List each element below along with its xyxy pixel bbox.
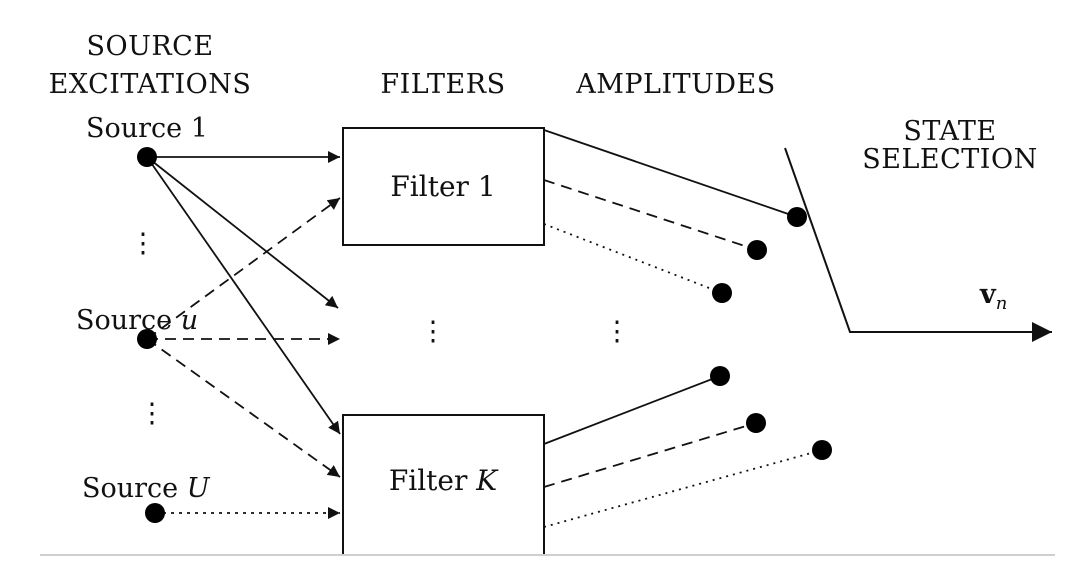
arrow-sourceu-filter1 — [146, 197, 341, 340]
filter-1-label: Filter 1 — [390, 170, 495, 203]
filter-K-box — [342, 414, 545, 556]
line-filterK-amp-dotted — [543, 449, 823, 528]
amplitude-node-1a — [787, 207, 807, 227]
line-filter1-amp-dotted — [543, 223, 723, 294]
arrow-sourceu-filterK — [146, 338, 341, 478]
line-filter1-amp-solid — [543, 129, 798, 218]
output-vector-label: vn — [979, 279, 1007, 314]
source-u-label: Source u — [76, 305, 198, 336]
source-1-node — [137, 147, 157, 167]
ellipsis-sources-bottom: ⋮ — [139, 398, 166, 429]
arrow-source1-filterK — [146, 156, 341, 435]
filter-1-box — [342, 127, 545, 246]
source-U-node — [145, 503, 165, 523]
line-filterK-amp-solid — [543, 375, 721, 445]
state-selection-switch — [784, 147, 1052, 342]
arrow-source1-middle — [146, 156, 339, 309]
amplitude-node-Kc — [812, 440, 832, 460]
source-u-node — [137, 329, 157, 349]
header-amplitudes: AMPLITUDES — [575, 69, 776, 100]
ellipsis-filters: ⋮ — [420, 316, 447, 347]
ellipsis-sources-top: ⋮ — [130, 228, 157, 259]
ellipsis-amplitudes: ⋮ — [604, 316, 631, 347]
header-state-line1: STATE — [903, 116, 996, 147]
header-source-line2: EXCITATIONS — [49, 69, 252, 100]
amplitude-node-Kb — [746, 413, 766, 433]
amplitude-node-1b — [747, 240, 767, 260]
header-filters: FILTERS — [380, 69, 505, 100]
header-state-line2: SELECTION — [862, 144, 1037, 175]
amplitude-node-1c — [712, 283, 732, 303]
amplitude-node-Ka — [710, 366, 730, 386]
source-1-label: Source 1 — [86, 113, 208, 144]
source-U-label: Source U — [82, 473, 211, 504]
header-source-line1: SOURCE — [86, 31, 213, 62]
line-filterK-amp-dashed — [543, 422, 757, 488]
filter-K-label: Filter K — [389, 464, 499, 497]
line-filter1-amp-dashed — [543, 179, 758, 251]
